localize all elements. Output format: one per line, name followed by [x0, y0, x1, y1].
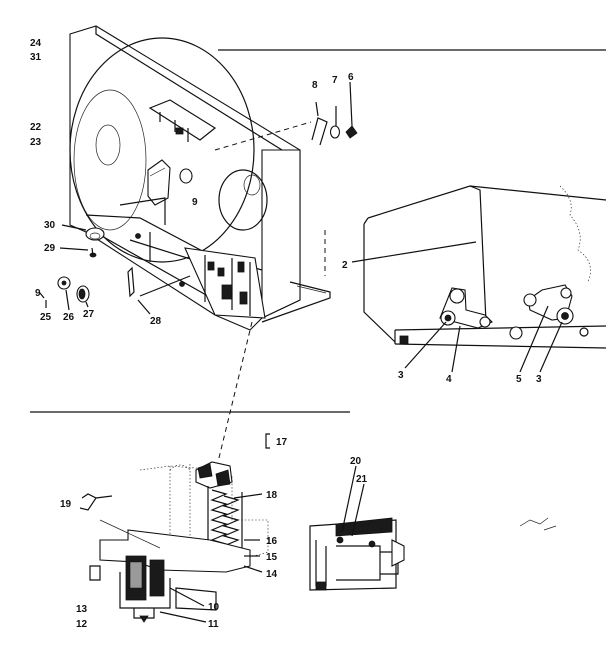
callout-18: 18	[266, 490, 278, 501]
callout-29: 29	[44, 243, 56, 254]
callout-7: 7	[332, 75, 338, 86]
callout-10: 10	[208, 602, 220, 613]
callout-27: 27	[83, 309, 95, 320]
callout-13: 13	[76, 604, 88, 615]
small-parts-29-30	[59, 224, 105, 258]
callout-12: 12	[76, 619, 88, 630]
callout-25: 25	[40, 312, 52, 323]
callout-26: 26	[63, 312, 75, 323]
stray-mark	[519, 517, 557, 531]
callout-22: 22	[30, 122, 42, 133]
callout-15: 15	[266, 552, 278, 563]
callout-14: 14	[266, 569, 278, 580]
callout-30: 30	[44, 220, 56, 231]
small-parts-6-7-8	[214, 81, 358, 151]
small-part-28	[127, 266, 191, 315]
callout-23: 23	[30, 137, 42, 148]
callout-16: 16	[266, 536, 278, 547]
callout-20: 20	[350, 456, 362, 467]
small-parts-25-26-27	[39, 276, 90, 311]
callout-5: 5	[516, 374, 522, 385]
callout-9: 9	[192, 197, 198, 208]
callout-3: 3	[398, 370, 404, 381]
callout-6: 6	[348, 72, 354, 83]
callout-8: 8	[312, 80, 318, 91]
linkage-detail	[351, 185, 607, 373]
latch-detail	[309, 465, 405, 591]
callout-2: 2	[342, 260, 348, 271]
callout-24: 24	[30, 38, 42, 49]
dash-connector	[217, 321, 253, 463]
callout-labels: 24 31 22 23 8 7 6 9 30 29 9 25 26 27 28 …	[30, 38, 542, 630]
main-housing	[69, 25, 331, 331]
callout-31: 31	[30, 52, 42, 63]
callout-4: 4	[446, 374, 452, 385]
cylinder-section	[79, 433, 270, 623]
callout-19: 19	[60, 499, 72, 510]
callout-9b: 9	[35, 288, 41, 299]
callout-11: 11	[208, 619, 219, 630]
callout-17: 17	[276, 437, 288, 448]
callout-21: 21	[356, 474, 368, 485]
callout-28: 28	[150, 316, 162, 327]
callout-3b: 3	[536, 374, 542, 385]
